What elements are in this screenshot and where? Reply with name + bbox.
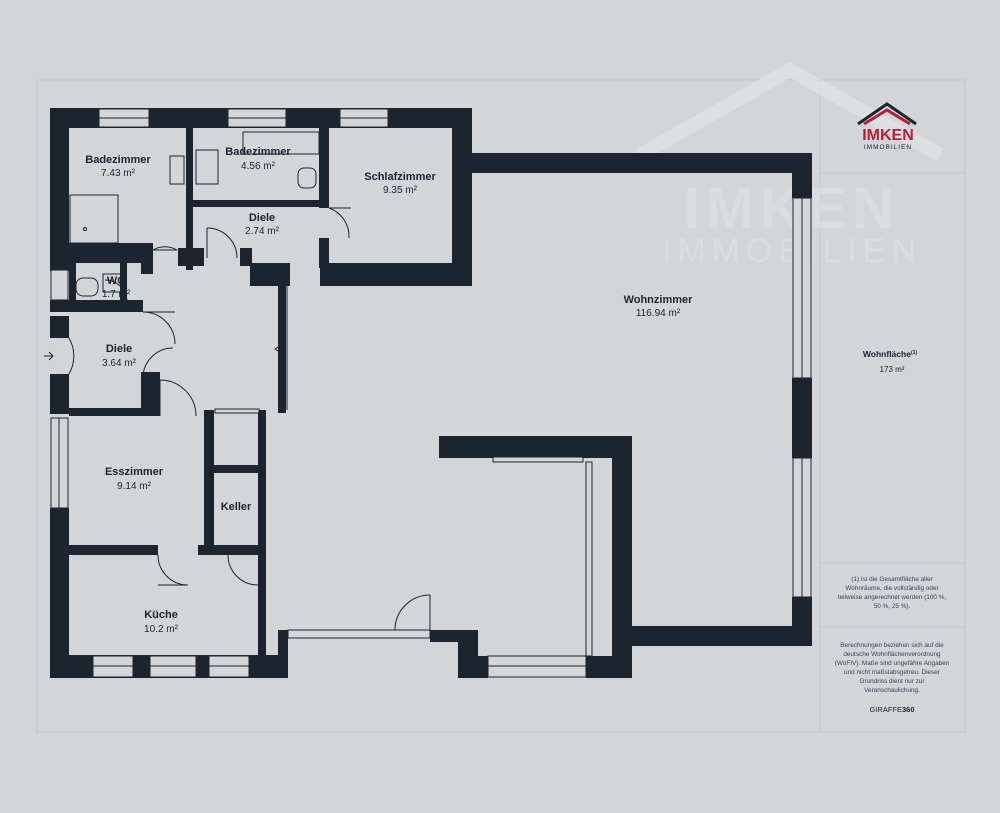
summary-label: Wohnfläche [863,349,911,359]
room-name-schlaf: Schlafzimmer [364,171,436,183]
room-name-diele1: Diele [249,212,275,224]
summary-area: Wohnfläche(1) [863,349,917,359]
disclaimer-line: (WoFIV). Maße sind ungefähre Angaben [835,660,950,667]
credit-b: 360 [902,705,915,714]
summary-value: 173 m² [880,365,905,374]
room-area-schlaf: 9.35 m² [383,185,418,196]
credit: GIRAFFE360 [869,705,914,714]
room-area-bad2: 4.56 m² [241,161,276,172]
disclaimer-note: Berechnungen beziehen sich auf die deuts… [835,642,950,694]
room-name-bad1: Badezimmer [85,154,151,166]
definition-line: (1) ist die Gesamtfläche aller [851,576,933,583]
roof-icon [857,102,917,126]
disclaimer-line: Grundriss dient nur zur [860,678,926,685]
watermark-logo: IMKEN IMMOBILIEN [636,61,944,270]
room-area-wc: 1.7 m² [102,289,131,300]
room-name-diele2: Diele [106,343,132,355]
disclaimer-line: Berechnungen beziehen sich auf die [840,642,944,649]
credit-a: GIRAFFE [869,705,902,714]
room-name-bad2: Badezimmer [225,146,291,158]
roof-accent-icon [863,108,911,126]
shower-icon [69,194,119,244]
brand-sub: IMMOBILIEN [864,144,912,151]
room-area-wohn: 116.94 m² [636,308,681,319]
definition-line: Wohnräume, die vollständig oder [845,585,939,592]
brand-logo: IMKEN IMMOBILIEN [857,102,917,151]
room-name-kueche: Küche [144,609,178,621]
room-name-wohn: Wohnzimmer [624,294,694,306]
windows [50,108,812,678]
fixtures [69,131,320,297]
bathtub-icon [242,131,320,155]
disclaimer-line: Veranschaulichung. [864,687,920,694]
room-area-kueche: 10.2 m² [144,624,179,635]
room-area-diele1: 2.74 m² [245,226,280,237]
sink-icon [169,155,185,185]
disclaimer-line: deutsche Wohnflächenverordnung [843,651,941,658]
watermark-name: IMKEN [684,176,901,241]
room-name-ess: Esszimmer [105,466,164,478]
room-name-wc: WC [107,275,125,287]
room-area-bad1: 7.43 m² [101,168,136,179]
sheet-frame [36,79,966,733]
wc-sink-icon [102,273,122,293]
toilet-icon [297,167,317,189]
room-name-keller: Keller [221,501,252,513]
brand-name: IMKEN [862,127,914,144]
definition-line: 50 %, 25 %). [874,603,911,610]
disclaimer-line: und nicht maßstabsgetreu. Dieser [844,669,941,676]
room-area-diele2: 3.64 m² [102,358,137,369]
wc-toilet-icon [75,277,99,297]
definition-note: (1) ist die Gesamtfläche aller Wohnräume… [838,576,947,610]
doors [44,207,431,631]
watermark-sub: IMMOBILIEN [662,232,922,270]
shower2-icon [195,149,219,185]
summary-footnote-marker: (1) [911,350,917,356]
room-area-ess: 9.14 m² [117,481,152,492]
definition-line: teilweise angerechnet werden (100 %, [838,594,947,601]
